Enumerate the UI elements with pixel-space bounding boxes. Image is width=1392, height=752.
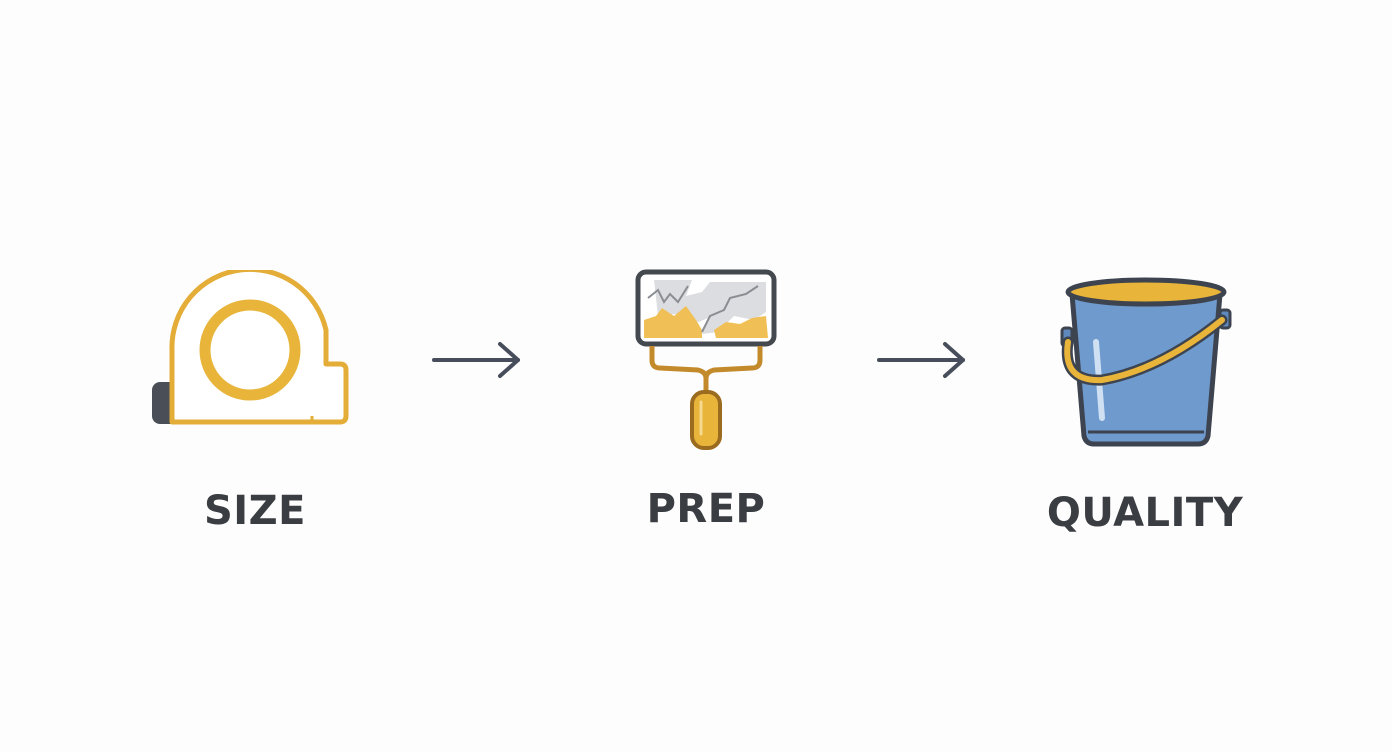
- step-prep: PREP: [606, 268, 806, 532]
- arrow-right-icon: [430, 338, 526, 388]
- paint-roller-icon: [606, 268, 806, 452]
- paint-bucket-icon: [1040, 272, 1250, 448]
- step-quality: QUALITY: [1040, 272, 1250, 536]
- arrow-right-icon: [875, 338, 971, 388]
- step-label: SIZE: [203, 488, 307, 534]
- step-size: SIZE: [150, 270, 360, 534]
- tape-measure-icon: [150, 270, 360, 430]
- step-label: PREP: [646, 486, 766, 532]
- step-label: QUALITY: [1046, 490, 1244, 536]
